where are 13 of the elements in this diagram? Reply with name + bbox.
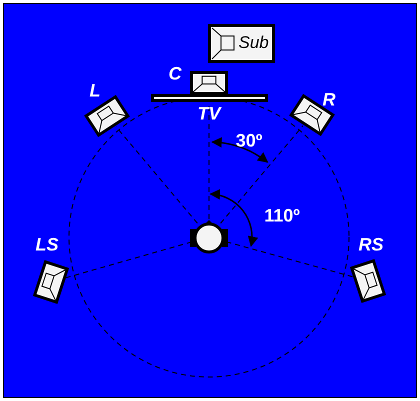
- speaker-label: Sub: [238, 32, 269, 52]
- dashed-line: [226, 241, 355, 278]
- dashed-line: [116, 126, 198, 224]
- speaker-label: C: [168, 64, 182, 84]
- speaker-label: RS: [358, 234, 384, 256]
- subwoofer-box: [208, 24, 274, 62]
- speaker-label: TV: [198, 104, 220, 124]
- angle-label: 110º: [264, 206, 300, 226]
- dashed-line: [220, 125, 304, 224]
- speaker-label: L: [90, 80, 100, 102]
- speaker-label: R: [322, 90, 336, 110]
- speaker-label: LS: [36, 234, 58, 256]
- angle-label: 30º: [236, 130, 262, 152]
